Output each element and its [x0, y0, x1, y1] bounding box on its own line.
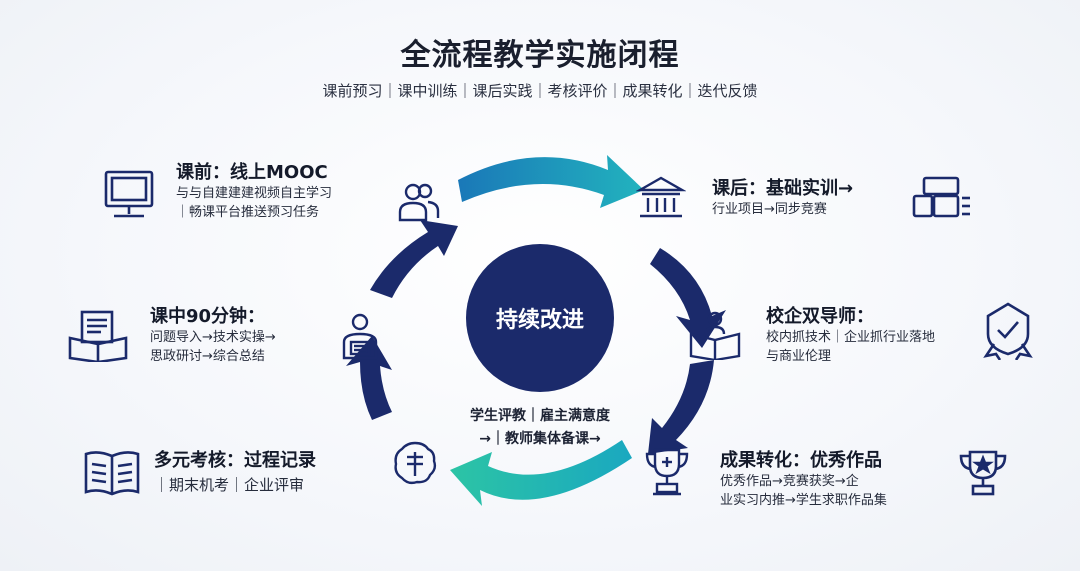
node-post-class-line: 行业项目→同步竞赛 [712, 202, 827, 217]
computer-icon [100, 168, 158, 222]
node-dual-mentor-title: 校企双导师： [766, 306, 874, 327]
badge-icon [980, 300, 1036, 360]
teacher-icon [688, 310, 742, 360]
seal-icon [392, 440, 438, 486]
hub-label: 持续改进 [495, 308, 584, 333]
node-dual-mentor-line: 校内抓技术｜企业抓行业落地 [766, 330, 936, 345]
bottom-arrow [450, 440, 632, 506]
node-post-class: 课后：基础实训→ 行业项目→同步竞赛 [712, 174, 853, 219]
node-in-class-title: 课中90分钟： [150, 306, 266, 327]
node-in-class-line: 思政研讨→综合总结 [150, 349, 265, 364]
book-icon [82, 446, 142, 498]
node-in-class-line: 问题导入→技术实操→ [150, 330, 276, 345]
node-post-class-title: 课后：基础实训→ [712, 178, 854, 199]
trophy-icon [642, 446, 692, 498]
node-result-line: 优秀作品→竞赛获奖→企 [720, 474, 859, 489]
arc-right-bottom [648, 360, 714, 454]
node-pre-class: 课前：线上MOOC 与与自建建建视频自主学习 ｜畅课平台推送预习任务 [176, 158, 332, 222]
node-result-title: 成果转化：优秀作品 [720, 450, 882, 471]
users-icon [394, 178, 442, 226]
page-title: 全流程教学实施闭程 [400, 38, 680, 73]
node-result: 成果转化：优秀作品 优秀作品→竞赛获奖→企 业实习内推→学生求职作品集 [720, 446, 887, 510]
star-trophy-icon [956, 446, 1010, 500]
node-result-line: 业实习内推→学生求职作品集 [720, 493, 887, 508]
center-text-line2: →｜教师集体备课→ [479, 431, 601, 447]
node-pre-class-line: ｜畅课平台推送预习任务 [176, 205, 320, 220]
document-icon [66, 308, 130, 362]
student-icon [338, 312, 382, 362]
center-text-line1: 学生评教｜雇主满意度 [470, 408, 610, 424]
arc-right-top [650, 248, 726, 348]
node-pre-class-title: 课前：线上MOOC [176, 162, 328, 183]
node-in-class: 课中90分钟： 问题导入→技术实操→ 思政研讨→综合总结 [150, 302, 276, 366]
node-assessment-line: ｜期末机考｜企业评审 [154, 476, 305, 494]
node-dual-mentor-line: 与商业伦理 [766, 349, 832, 364]
institution-icon [636, 174, 686, 222]
node-assessment: 多元考核：过程记录 ｜期末机考｜企业评审 [154, 446, 316, 495]
hub-circle [466, 244, 614, 392]
page-subtitle: 课前预习｜课中训练｜课后实践｜考核评价｜成果转化｜迭代反馈 [322, 82, 758, 100]
arc-left-top [370, 220, 458, 298]
node-dual-mentor: 校企双导师： 校内抓技术｜企业抓行业落地 与商业伦理 [766, 302, 935, 366]
blocks-icon [910, 172, 974, 224]
top-arrow [458, 155, 644, 208]
node-pre-class-line: 与与自建建建视频自主学习 [176, 186, 333, 201]
node-assessment-title: 多元考核：过程记录 [154, 450, 316, 471]
